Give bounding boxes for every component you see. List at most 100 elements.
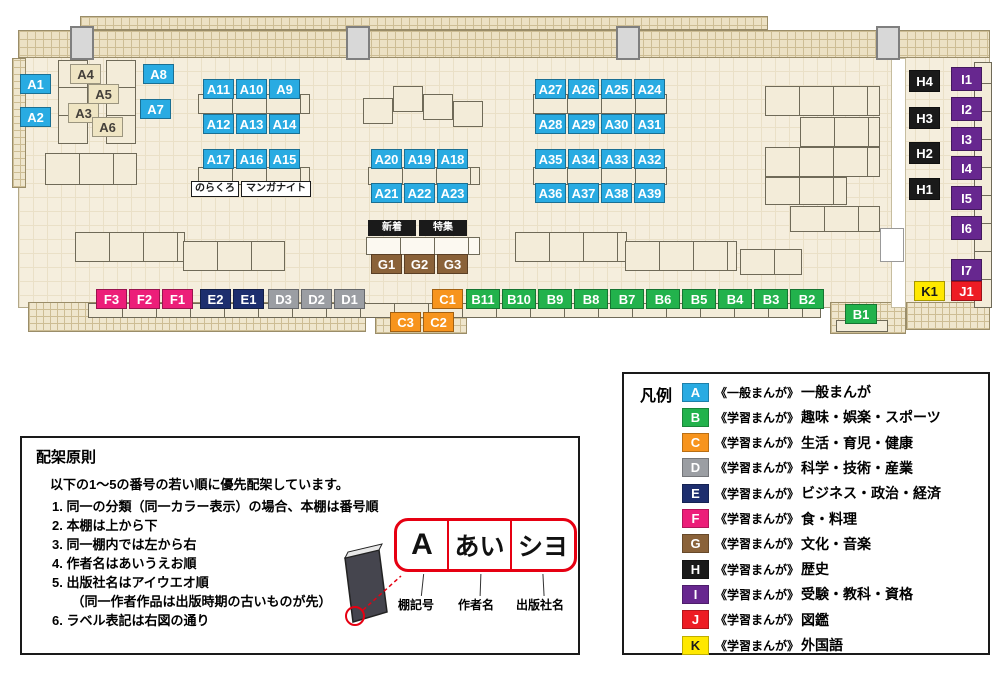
shelf-label-B1: B1 [845, 304, 877, 324]
shelf-label-B10: B10 [502, 289, 536, 309]
legend-category: 科学・技術・産業 [801, 459, 914, 476]
legend-category: 受験・教科・資格 [801, 586, 914, 603]
spine-label-cell-3: シヨ [517, 533, 568, 561]
pillar [616, 26, 640, 60]
area-tag: 新着 [368, 220, 416, 236]
legend-item-B: B 《学習まんが》趣味・娯楽・スポーツ [682, 407, 941, 427]
legend-category: 外国語 [801, 637, 844, 653]
shelf-label-A24: A24 [634, 79, 665, 99]
label-annotation: 作者名 [458, 598, 495, 612]
leader-line [420, 574, 425, 596]
shelf-label-C3: C3 [390, 312, 421, 332]
shelf-label-A10: A10 [236, 79, 267, 99]
shelf-label-B11: B11 [466, 289, 500, 309]
pillar [70, 26, 94, 60]
legend-key-A: A [682, 382, 709, 402]
shelf-block [765, 86, 880, 116]
shelf-label-F1: F1 [162, 289, 193, 309]
shelf-label-A14: A14 [269, 114, 300, 134]
shelf-label-D3: D3 [268, 289, 299, 309]
legend-key-H: H [682, 559, 709, 579]
legend-prefix: 《学習まんが》 [715, 486, 800, 501]
shelf-label-A25: A25 [601, 79, 632, 99]
legend-category: ビジネス・政治・経済 [801, 485, 942, 502]
book-icon [344, 543, 402, 626]
shelf-label-H2: H2 [909, 142, 940, 164]
legend-key-G: G [682, 534, 709, 554]
shelf-label-K1: K1 [914, 281, 945, 301]
shelf-label-A6: A6 [92, 117, 123, 137]
shelf-label-B9: B9 [538, 289, 572, 309]
shelf-label-D1: D1 [334, 289, 365, 309]
legend-key-K: K [682, 635, 709, 655]
shelf-label-A36: A36 [535, 183, 566, 203]
legend-category: 食・料理 [801, 510, 858, 527]
shelf-label-A33: A33 [601, 149, 632, 169]
area-tag: のらくろ [191, 181, 239, 197]
shelf-block [800, 117, 880, 147]
shelf-block [533, 94, 667, 114]
legend-key-B: B [682, 407, 709, 427]
legend-item-E: E《学習まんが》ビジネス・政治・経済 [682, 483, 941, 503]
legend-key-F: F [682, 509, 709, 528]
shelf-label-B6: B6 [646, 289, 680, 309]
principle-rule: 2. 本棚は上から下 [52, 518, 158, 533]
shelf-label-G1: G1 [371, 254, 402, 274]
legend-key-C: C [682, 433, 709, 453]
shelf-label-B2: B2 [790, 289, 824, 309]
pillar [346, 26, 370, 60]
shelf-block [393, 86, 423, 112]
area-tag: マンガナイト [241, 181, 311, 197]
shelf-label-A35: A35 [535, 149, 566, 169]
legend-item-J: J《学習まんが》図鑑 [682, 610, 829, 630]
legend-key-D: D [682, 458, 709, 478]
legend-title: 凡例 [640, 388, 673, 405]
spine-label-cell-1: A [397, 521, 449, 569]
shelf-label-I2: I2 [951, 97, 982, 121]
legend-category: 一般まんが [801, 384, 872, 400]
shelf-label-B8: B8 [574, 289, 608, 309]
area-tag: 特集 [419, 220, 467, 236]
shelf-label-A29: A29 [568, 114, 599, 134]
shelf-label-A15: A15 [269, 149, 300, 169]
shelf-label-H1: H1 [909, 178, 940, 200]
shelf-label-B4: B4 [718, 289, 752, 309]
pillar [876, 26, 900, 60]
shelf-label-I7: I7 [951, 259, 982, 281]
shelf-label-A31: A31 [634, 114, 665, 134]
shelf-label-C1: C1 [432, 289, 463, 309]
shelf-block [363, 98, 393, 124]
shelf-label-A18: A18 [437, 149, 468, 169]
shelf-label-A3: A3 [68, 103, 99, 123]
shelf-label-A27: A27 [535, 79, 566, 99]
legend-prefix: 《学習まんが》 [715, 512, 800, 526]
shelf-block [765, 147, 880, 177]
legend-prefix: 《学習まんが》 [715, 410, 800, 425]
shelf-label-B3: B3 [754, 289, 788, 309]
shelf-label-A21: A21 [371, 183, 402, 203]
label-annotation: 出版社名 [516, 598, 565, 612]
shelf-block [765, 177, 847, 205]
small-counter [880, 228, 904, 262]
legend-category: 図鑑 [801, 611, 830, 628]
top-wall-upper [80, 16, 768, 30]
shelf-block [790, 206, 880, 232]
legend-item-G: G《学習まんが》文化・音楽 [682, 534, 871, 554]
legend-item-H: H《学習まんが》歴史 [682, 559, 829, 579]
shelf-label-A34: A34 [568, 149, 599, 169]
legend-category: 趣味・娯楽・スポーツ [801, 409, 941, 426]
shelf-label-A20: A20 [371, 149, 402, 169]
top-wall [18, 30, 990, 58]
shelf-label-A2: A2 [20, 107, 51, 127]
legend-item-D: D《学習まんが》科学・技術・産業 [682, 458, 913, 478]
shelf-label-G2: G2 [404, 254, 435, 274]
shelf-label-A37: A37 [568, 183, 599, 203]
shelf-label-A5: A5 [88, 84, 119, 104]
principle-rule: （同一作者作品は出版時期の古いものが先） [52, 594, 332, 609]
shelf-block [625, 241, 737, 271]
shelf-label-G3: G3 [437, 254, 468, 274]
legend-prefix: 《学習まんが》 [715, 587, 800, 602]
legend-prefix: 《学習まんが》 [715, 613, 800, 628]
